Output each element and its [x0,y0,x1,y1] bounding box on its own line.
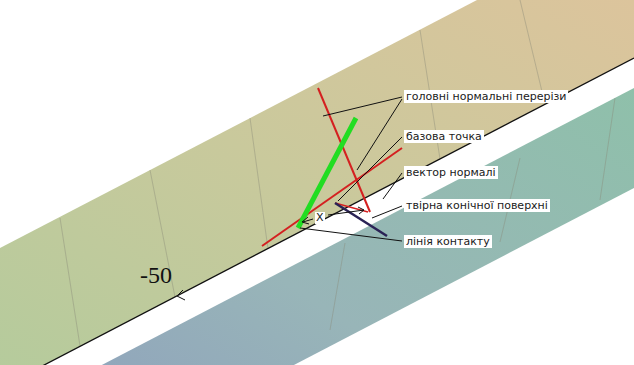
contact-line [0,58,634,365]
dimension-label: X [315,212,325,224]
normal-vector [335,203,387,236]
callout-label: вектор нормалі [404,166,498,179]
x-dimension [302,207,364,224]
leader-lines [300,97,402,241]
value-label: -50 [140,262,172,288]
direction-arrow [177,290,185,300]
callout-label: твірна конічної поверхні [404,199,550,212]
lower-surface [0,88,634,365]
callout-label: головні нормальні перерізи [404,90,568,103]
mesh-lines [60,0,615,346]
callout-label: лінія контакту [404,235,492,248]
callout-label: базова точка [404,130,484,143]
